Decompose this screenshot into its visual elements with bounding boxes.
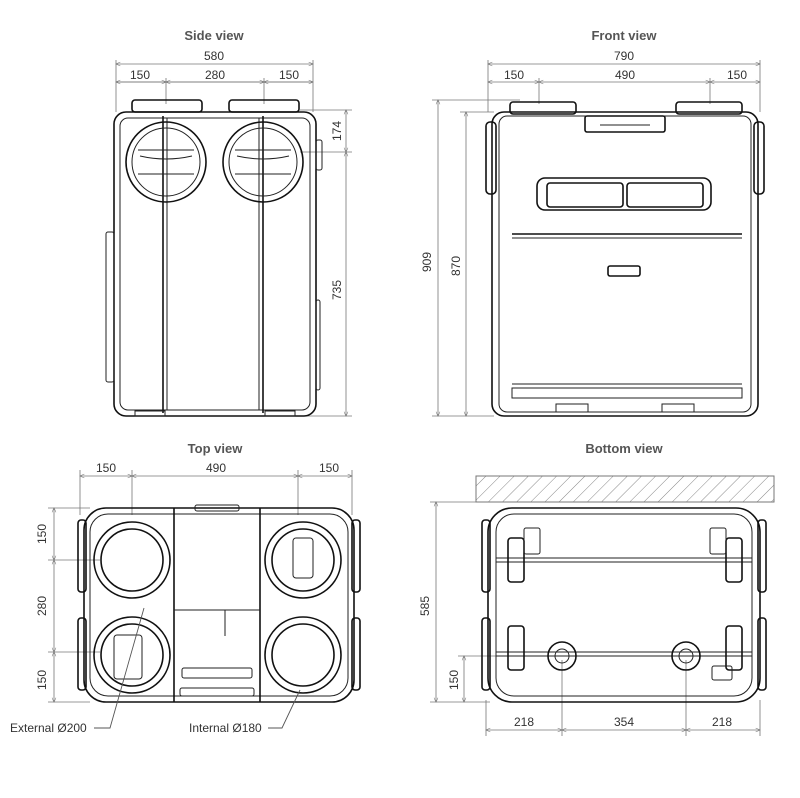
bottom-dim-354: 354	[614, 715, 634, 729]
top-duct-top-left	[93, 521, 171, 599]
side-spigot-right	[228, 99, 300, 113]
bottom-view: Bottom view 585 150 218 354 218	[418, 441, 775, 736]
bottom-dim-150: 150	[447, 670, 461, 690]
top-body-outline	[83, 507, 355, 703]
side-spigot-left	[131, 99, 203, 113]
front-dim-150-left: 150	[504, 68, 524, 82]
front-spigot-right	[675, 101, 743, 115]
side-dim-735: 735	[330, 280, 344, 300]
top-duct-bottom-left	[93, 616, 171, 694]
side-view-title: Side view	[184, 28, 244, 43]
bottom-body-outline	[487, 507, 761, 703]
front-dim-870: 870	[449, 256, 463, 276]
side-dim-174: 174	[330, 121, 344, 141]
bottom-dim-218-left: 218	[514, 715, 534, 729]
front-label-plate	[607, 265, 641, 277]
top-dim-v150-top: 150	[35, 524, 49, 544]
front-dim-150-right: 150	[727, 68, 747, 82]
bottom-dim-218-right: 218	[712, 715, 732, 729]
bottom-view-title: Bottom view	[585, 441, 663, 456]
front-dim-790: 790	[614, 49, 634, 63]
top-view-title: Top view	[188, 441, 244, 456]
front-view-title: Front view	[591, 28, 657, 43]
bottom-drain-left	[547, 641, 577, 671]
top-dim-490: 490	[206, 461, 226, 475]
top-dim-v280: 280	[35, 596, 49, 616]
side-dim-580: 580	[204, 49, 224, 63]
ceiling-hatch	[475, 475, 775, 503]
front-top-panel	[584, 115, 666, 133]
side-dim-280: 280	[205, 68, 225, 82]
front-view: Front view 790 150 490 150 909 870	[420, 28, 765, 417]
external-diameter-label: External Ø200	[10, 721, 87, 735]
front-spigot-left	[509, 101, 577, 115]
side-duct-left	[125, 121, 207, 203]
side-dim-150-left: 150	[130, 68, 150, 82]
bottom-drain-right	[671, 641, 701, 671]
internal-callout-line	[268, 689, 301, 729]
front-handle	[536, 177, 712, 211]
front-body-outline	[491, 111, 759, 417]
top-duct-bottom-right	[264, 616, 342, 694]
front-dim-490: 490	[615, 68, 635, 82]
bottom-dim-585: 585	[418, 596, 432, 616]
external-callout-line	[94, 607, 145, 729]
internal-diameter-label: Internal Ø180	[189, 721, 262, 735]
side-view: Side view 580 150 280 150 174 735	[105, 28, 352, 417]
side-body-outline	[113, 111, 317, 417]
top-dim-150-right: 150	[319, 461, 339, 475]
top-dim-150-left: 150	[96, 461, 116, 475]
side-dim-150-right: 150	[279, 68, 299, 82]
side-duct-right	[222, 121, 304, 203]
top-dim-v150-bottom: 150	[35, 670, 49, 690]
top-view: Top view 150 490 150 150 280 150	[10, 441, 361, 735]
top-duct-top-right	[264, 521, 342, 599]
front-dim-909: 909	[420, 252, 434, 272]
